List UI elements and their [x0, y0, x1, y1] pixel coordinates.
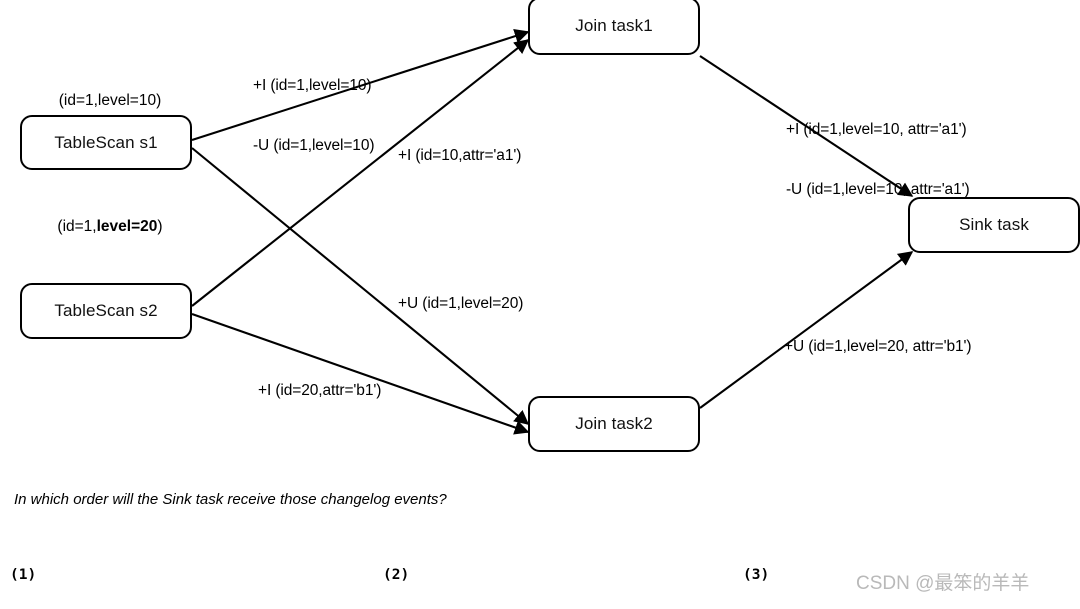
annotation-line-3-bold: level=20: [96, 218, 158, 235]
edge-label-join1-to-sink: +I (id=1,level=10, attr='a1') -U (id=1,l…: [786, 80, 970, 240]
answer-option-3[interactable]: (3) +I (id=1,level=10, attr='a1') +U (id…: [743, 519, 996, 609]
edge-label-s2-to-join2: +I (id=20,attr='b1'): [258, 382, 382, 399]
edge-s1-to-join1: [191, 29, 530, 141]
edge-label-s1-to-join1-line2: -U (id=1,level=10): [253, 137, 375, 154]
node-join-task2[interactable]: Join task2: [528, 396, 700, 452]
question-text: In which order will the Sink task receiv…: [14, 491, 447, 508]
answer-option-1-title: (1): [10, 567, 37, 583]
node-join-task1-label: Join task1: [575, 16, 653, 35]
node-tablescan-s2[interactable]: TableScan s2: [20, 283, 192, 339]
node-tablescan-s1[interactable]: TableScan s1: [20, 115, 192, 170]
source-change-annotation: (id=1,level=10) -> (id=1,level=20): [20, 48, 200, 279]
edge-label-join2-to-sink: +U (id=1,level=20, attr='b1'): [784, 338, 972, 355]
edge-label-s1-to-join2: +U (id=1,level=20): [398, 295, 524, 312]
edge-s2-to-join2: [191, 313, 530, 435]
node-tablescan-s2-label: TableScan s2: [54, 301, 158, 320]
edge-s1-to-join2: [191, 147, 530, 425]
edge-join2-to-sink: [699, 251, 914, 409]
annotation-line-3: (id=1,level=20): [20, 216, 200, 237]
changelog-flow-graph: [191, 29, 914, 435]
edge-label-s1-to-join1-line1: +I (id=1,level=10): [253, 77, 372, 94]
annotation-line-3-prefix: (id=1,: [57, 218, 97, 235]
node-sink-task-label: Sink task: [959, 215, 1029, 234]
node-tablescan-s1-label: TableScan s1: [54, 132, 158, 152]
edge-label-join1-to-sink-line2: -U (id=1,level=10, attr='a1'): [786, 181, 970, 198]
answer-option-3-title: (3): [743, 567, 770, 583]
node-join-task1[interactable]: Join task1: [528, 0, 700, 55]
node-sink-task[interactable]: Sink task: [908, 197, 1080, 253]
edge-join1-to-sink: [699, 55, 914, 197]
edge-label-s1-to-join1: +I (id=1,level=10) -U (id=1,level=10): [253, 36, 375, 196]
edge-s2-to-join1: [191, 39, 530, 307]
annotation-line-1: (id=1,level=10): [58, 92, 162, 109]
answer-option-2[interactable]: (2) +U (id=1,level=20, attr='b1') +I (id…: [383, 519, 636, 609]
node-join-task2-label: Join task2: [575, 414, 653, 433]
edge-label-s2-to-join1: +I (id=10,attr='a1'): [398, 147, 522, 164]
answer-option-1[interactable]: (1) +I (id=1,level=10, attr='a1') -U (id…: [10, 519, 263, 609]
annotation-line-3-suffix: ): [157, 218, 163, 235]
answer-option-2-title: (2): [383, 567, 410, 583]
edge-label-join1-to-sink-line1: +I (id=1,level=10, attr='a1'): [786, 121, 967, 138]
